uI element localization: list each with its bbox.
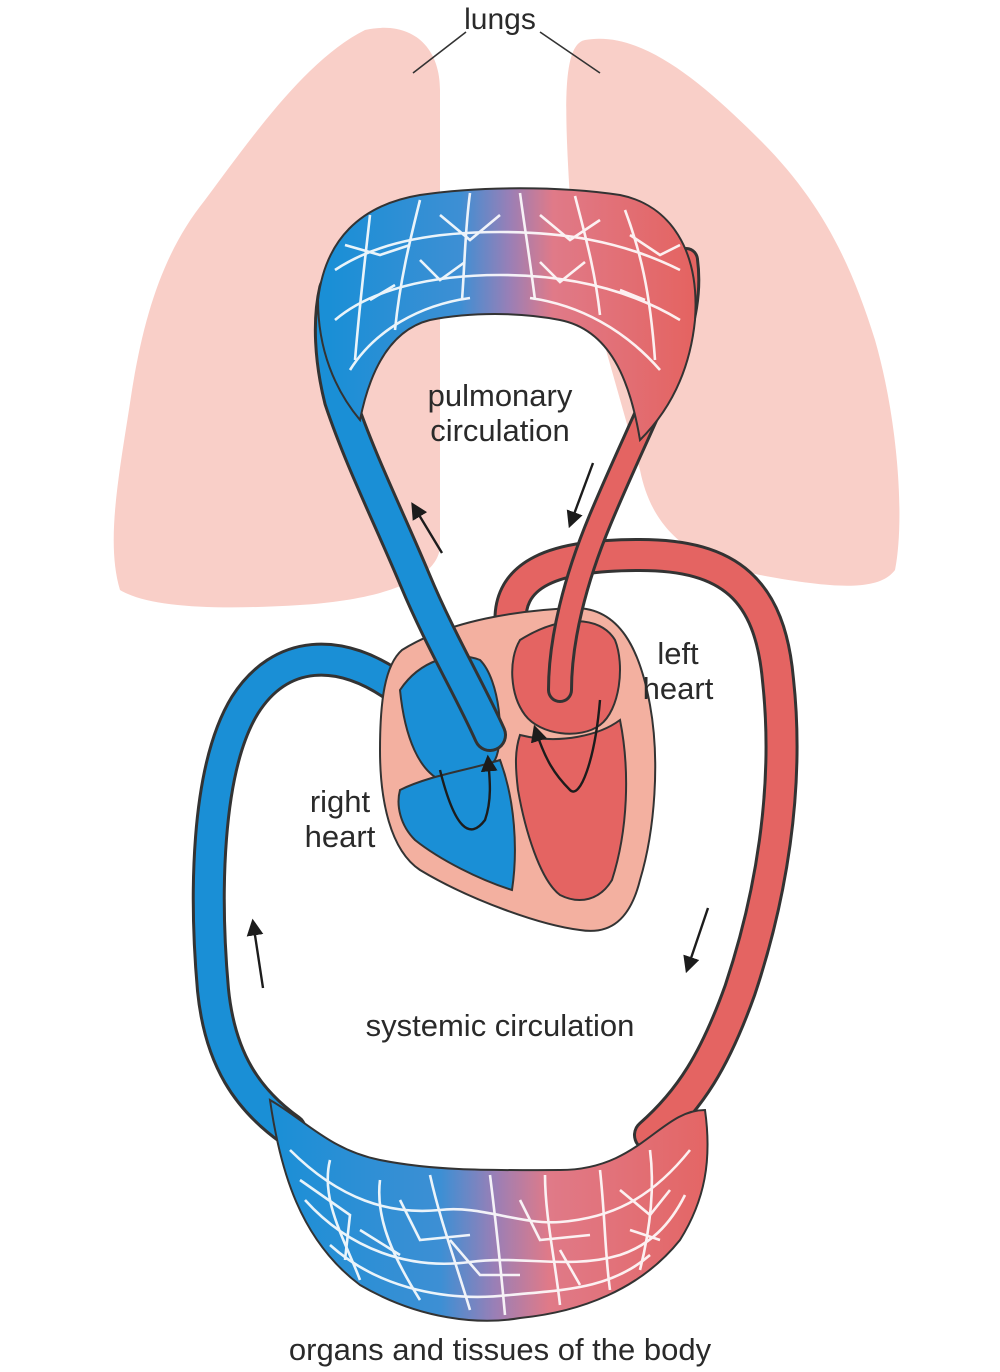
systemic-capillary-bed <box>268 1098 709 1322</box>
arrow-left-heart-flow <box>530 699 602 793</box>
arrow-systemic-down <box>683 907 710 974</box>
right-ventricle <box>397 758 516 892</box>
systemic-capillary-mesh <box>289 1149 692 1316</box>
lungs-leader-left <box>412 31 467 74</box>
arrow-pulmonary-down <box>566 462 595 529</box>
pulmonary-label-line-2: circulation <box>430 413 570 449</box>
lungs-leader-right <box>539 31 601 74</box>
arrow-pulmonary-up <box>411 502 444 554</box>
systemic-circulation-label: systemic circulation <box>365 1008 635 1043</box>
lungs-label: lungs <box>464 3 536 36</box>
right-heart-label-line-2: heart <box>304 819 376 855</box>
pulmonary-circulation-label: pulmonary circulation <box>400 378 600 448</box>
left-heart-label: left heart <box>628 636 728 706</box>
organs-tissues-label: organs and tissues of the body <box>288 1332 712 1367</box>
pulmonary-label-line-1: pulmonary <box>427 378 573 413</box>
right-heart-label-line-1: right <box>309 784 371 819</box>
left-ventricle <box>514 718 628 901</box>
arrow-right-heart-flow <box>438 754 498 831</box>
left-heart-label-line-2: heart <box>642 671 714 707</box>
right-heart-label: right heart <box>290 784 390 854</box>
systemic-vena-cava-fill <box>194 645 414 1144</box>
pulmonary-capillary-mesh <box>334 192 681 371</box>
right-lung <box>566 38 900 586</box>
pulmonary-capillary-bed <box>316 187 697 443</box>
left-heart-label-line-1: left <box>657 636 699 671</box>
arrow-systemic-up <box>246 918 265 989</box>
